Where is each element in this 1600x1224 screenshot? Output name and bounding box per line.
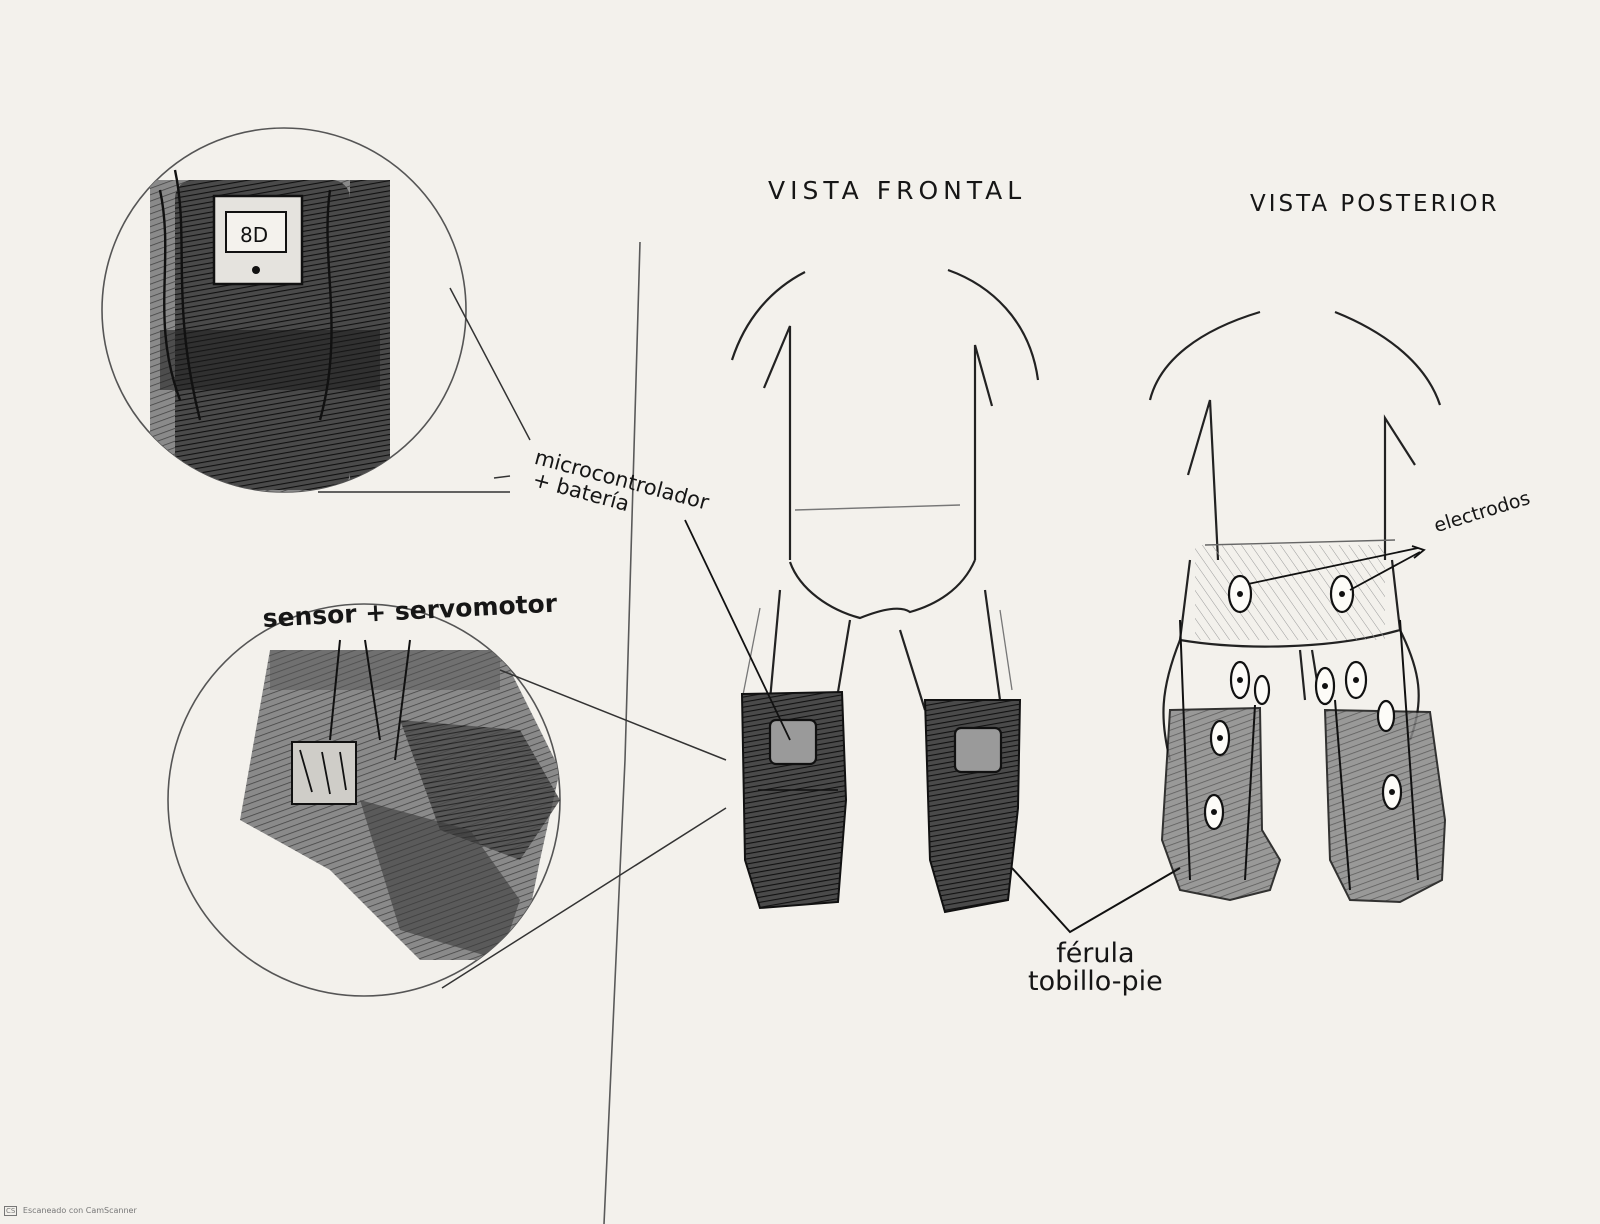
front-orthosis-right [925, 700, 1020, 912]
front-view-figure [732, 270, 1038, 710]
zoom-microcontroller: 8D [102, 128, 466, 500]
fold-line [604, 242, 640, 1224]
orthosis-label-line2: tobillo-pie [1028, 968, 1163, 996]
back-view-title: VISTA POSTERIOR [1250, 192, 1499, 216]
scanner-logo-icon: CS [4, 1206, 17, 1216]
svg-text:8D: 8D [240, 223, 268, 247]
back-view-figure [1150, 312, 1440, 760]
servomotor [292, 742, 356, 804]
front-view-title: VISTA FRONTAL [768, 178, 1026, 204]
electrode [1378, 701, 1394, 731]
back-orthosis-right [1325, 620, 1445, 902]
orthosis-label: férula tobillo-pie [1028, 940, 1163, 997]
electrode [1255, 676, 1269, 704]
scanner-footer: CS Escaneado con CamScanner [4, 1206, 137, 1216]
back-orthosis-left [1162, 620, 1280, 900]
zoom-sensor [168, 604, 560, 996]
orthosis-label-line1: férula [1028, 940, 1163, 968]
scanner-footer-text: Escaneado con CamScanner [23, 1206, 137, 1215]
front-orthosis-left [742, 692, 846, 908]
